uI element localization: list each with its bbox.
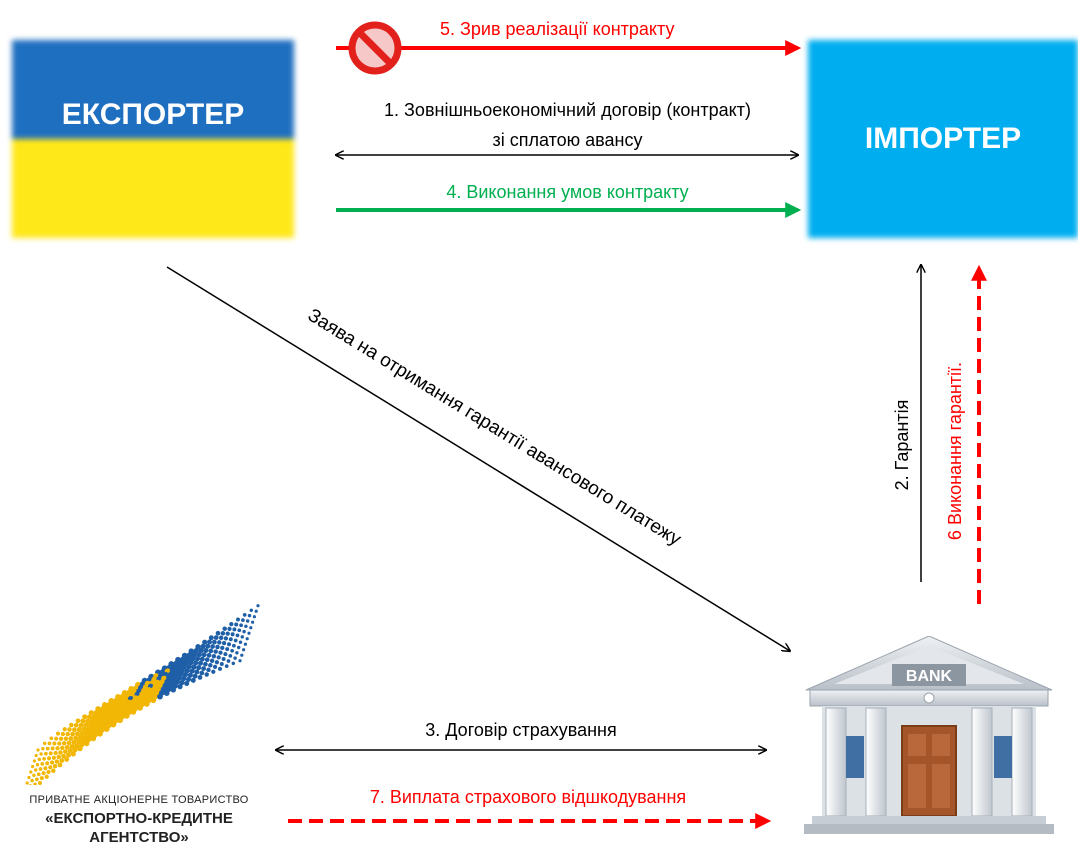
logo-line-3: АГЕНТСТВО» bbox=[8, 829, 270, 846]
label-insurance-contract: 3. Договір страхування bbox=[276, 719, 766, 741]
eca-logo-icon bbox=[18, 600, 268, 785]
logo-line-2: «ЕКСПОРТНО-КРЕДИТНЕ bbox=[8, 810, 270, 827]
prohibition-icon bbox=[352, 25, 398, 71]
arrow-guarantee-application bbox=[167, 267, 790, 651]
logo-line-1: ПРИВАТНЕ АКЦІОНЕРНЕ ТОВАРИСТВО bbox=[8, 794, 270, 806]
label-compensation: 7. Виплата страхового відшкодування bbox=[288, 786, 768, 808]
label-contract-line1: 1. Зовнішньоекономічний договір (контрак… bbox=[340, 99, 795, 121]
label-guarantee: 2. Гарантія bbox=[891, 400, 913, 491]
label-guarantee-execution: 6 Виконання гарантії. bbox=[944, 362, 966, 540]
label-contract-line2: зі сплатою авансу bbox=[340, 129, 795, 151]
bank-sign: BANK bbox=[906, 668, 953, 685]
label-contract-failure: 5. Зрив реалізації контракту bbox=[440, 18, 674, 40]
bank-building-icon: BANK bbox=[804, 636, 1054, 836]
label-contract-execution: 4. Виконання умов контракту bbox=[340, 181, 795, 203]
